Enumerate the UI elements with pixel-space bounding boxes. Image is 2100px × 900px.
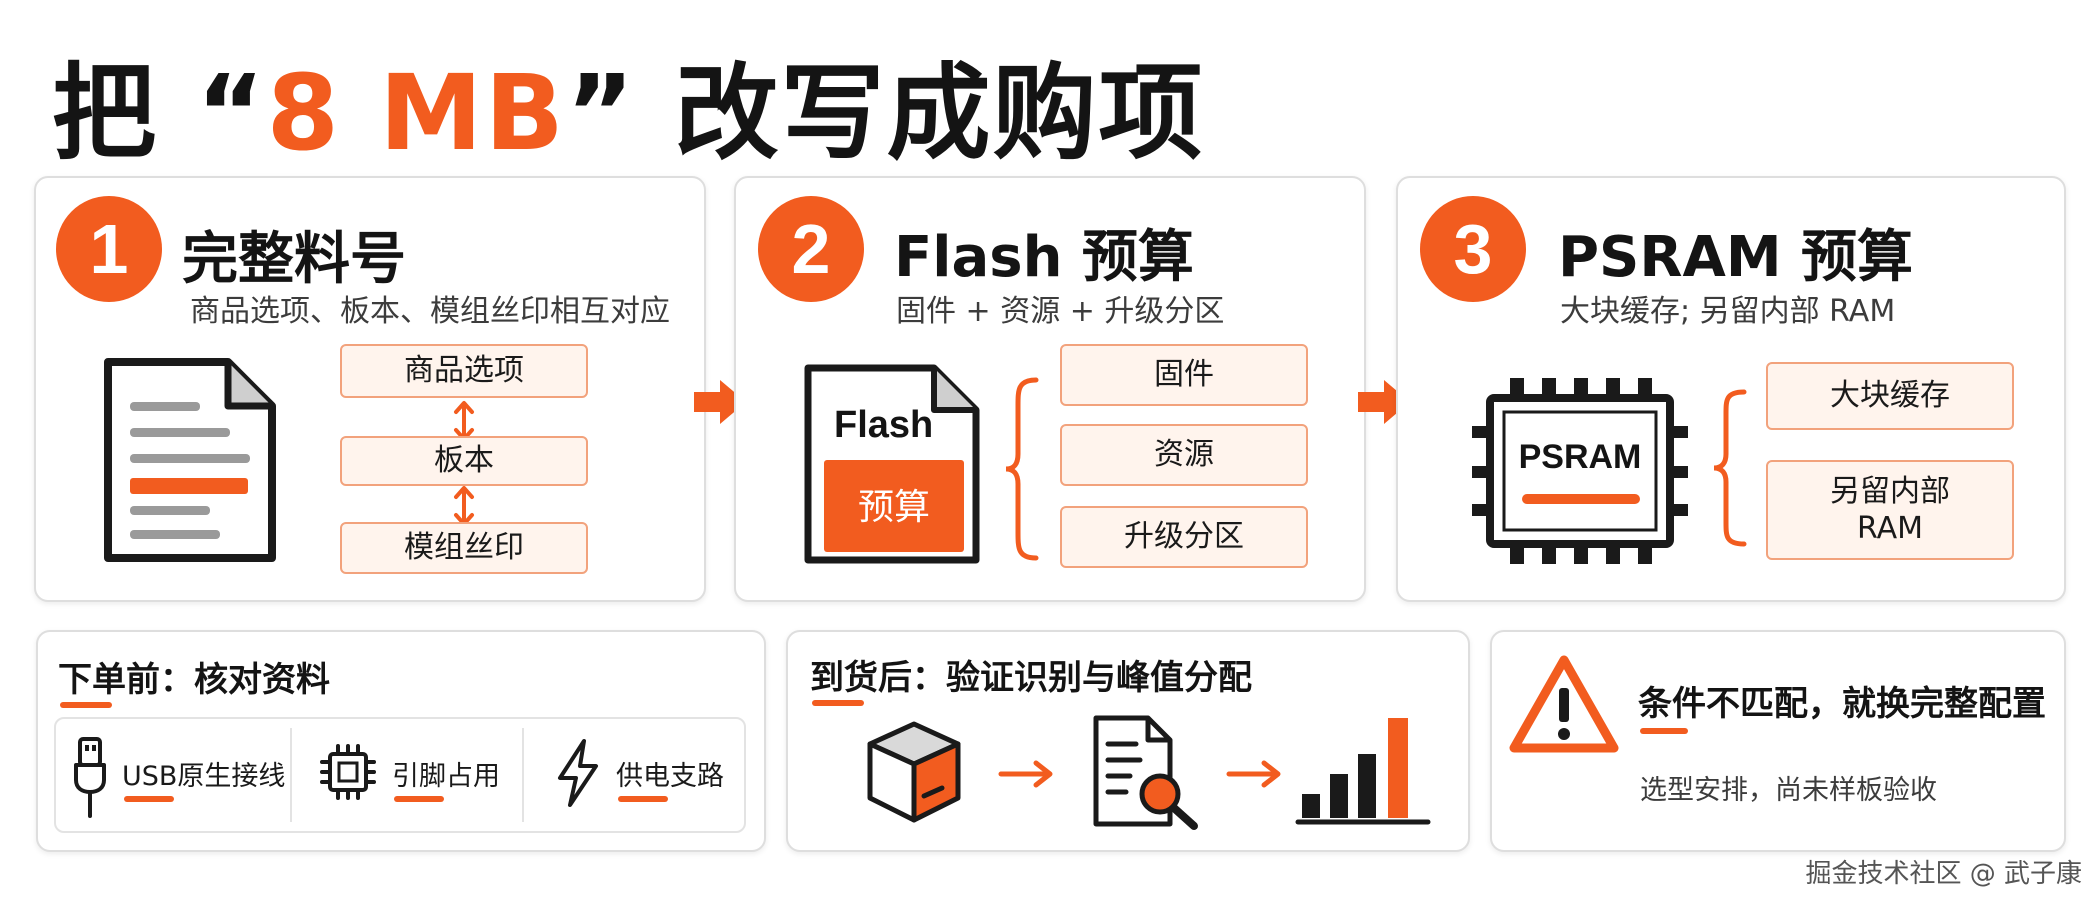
step2-subtitle: 固件 + 资源 + 升级分区 [896, 294, 1225, 329]
brace-icon [1713, 389, 1747, 547]
warning-icon [1509, 655, 1619, 753]
lightning-icon [558, 739, 598, 807]
arrow-right-icon [998, 760, 1053, 788]
step1-card: 1 完整料号 商品选项、板本、模组丝印相互对应 商品选项 板本 模组丝印 [34, 176, 706, 602]
pre-order-checklist [54, 717, 746, 833]
brace-icon [1005, 377, 1039, 561]
pre-order-title-underline [60, 702, 112, 708]
watermark: 掘金技术社区 @ 武子康 [1805, 859, 2082, 889]
step3-item-internal-ram: 另留内部 RAM [1766, 460, 2014, 560]
usb-cable-icon [74, 737, 106, 818]
pill-divider [290, 728, 292, 822]
psram-chip-label: PSRAM [1518, 438, 1642, 476]
arrow-right-icon [694, 380, 746, 424]
pre-order-item-usb-label: USB原生接线 [122, 761, 286, 792]
pre-order-item-power-label: 供电支路 [616, 761, 724, 792]
step1-subtitle: 商品选项、板本、模组丝印相互对应 [190, 294, 670, 329]
step1-item-product-option: 商品选项 [340, 344, 588, 398]
warning-title-underline [1640, 728, 1688, 734]
step2-item-upgrade-partition: 升级分区 [1060, 506, 1308, 568]
warning-note: 选型安排，尚未样板验收 [1640, 775, 1937, 806]
step3-card: 3 PSRAM 预算 大块缓存; 另留内部 RAM PSRAM 大块缓存 另留内… [1396, 176, 2066, 602]
post-arrival-title-underline [812, 700, 864, 706]
page-title: 把 “8 MB” 改写成购项 [52, 28, 1204, 179]
psram-chip-icon [1472, 378, 1688, 564]
step3-number-badge: 3 [1420, 196, 1526, 302]
step3-title: PSRAM 预算 [1558, 225, 1914, 290]
package-icon [867, 721, 961, 823]
step2-item-firmware: 固件 [1060, 344, 1308, 406]
step1-item-module-print: 模组丝印 [340, 522, 588, 574]
document-search-icon [1093, 715, 1198, 830]
chip-icon [320, 744, 376, 800]
step2-card: 2 Flash 预算 固件 + 资源 + 升级分区 Flash 预算 固件 资源… [734, 176, 1366, 602]
step2-number-badge: 2 [758, 196, 864, 302]
step1-title: 完整料号 [182, 227, 406, 292]
step2-title: Flash 预算 [894, 225, 1194, 290]
pre-order-item-underline [618, 796, 668, 802]
title-suffix: ” 改写成购项 [565, 52, 1205, 174]
title-prefix: 把 “ [52, 52, 267, 174]
step1-item-board-version: 板本 [340, 436, 588, 486]
bar-chart-icon [1295, 718, 1431, 825]
pre-order-title: 下单前：核对资料 [58, 660, 330, 700]
flash-document-icon [804, 364, 980, 564]
step1-number-badge: 1 [56, 196, 162, 302]
flash-icon-label: Flash [834, 404, 934, 446]
document-icon [104, 358, 276, 562]
step3-subtitle: 大块缓存; 另留内部 RAM [1560, 294, 1896, 329]
pre-order-item-underline [394, 796, 444, 802]
post-arrival-title: 到货后：验证识别与峰值分配 [810, 658, 1252, 698]
double-arrow-icon [454, 486, 474, 526]
pre-order-item-pins-label: 引脚占用 [392, 761, 500, 792]
step3-item-large-cache: 大块缓存 [1766, 362, 2014, 430]
title-accent: 8 MB [266, 52, 566, 174]
warning-title: 条件不匹配，就换完整配置 [1638, 684, 2046, 724]
step2-item-resources: 资源 [1060, 424, 1308, 486]
pre-order-item-underline [124, 796, 174, 802]
pill-divider [522, 728, 524, 822]
flash-icon-badge-label: 预算 [857, 487, 930, 528]
arrow-right-icon [1226, 760, 1281, 788]
